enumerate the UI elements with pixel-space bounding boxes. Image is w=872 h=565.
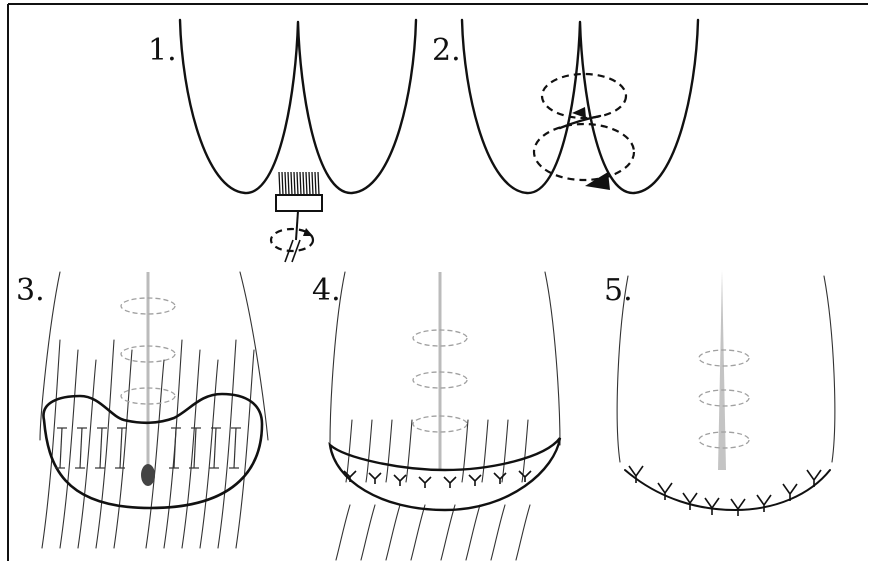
panel-2-label: 2. [432,33,461,68]
nail-fold-curve [180,20,416,193]
panel-5: 5. [604,270,835,516]
panel-3: 3. [16,272,268,548]
panel-1-label: 1. [148,33,177,68]
arrow-head-icon [585,172,610,190]
panel-4-label: 4. [312,273,341,308]
panel-3-label: 3. [16,273,45,308]
panel-1: 1. [148,20,416,262]
panel-4: 4. [312,272,560,560]
lower-rotation-arrow-icon [534,124,634,180]
twist-line [560,116,600,128]
brush-icon [276,172,322,262]
central-line [718,270,726,470]
panel-2: 2. [432,20,698,193]
arrow-head-icon [303,228,313,236]
panel-5-label: 5. [604,273,633,308]
nail-edge [545,272,560,445]
nail-fold-curve [462,20,698,193]
drain-mark [141,464,155,486]
nail-edge [824,276,835,462]
healed-scar [625,470,830,510]
suture-marks [629,466,821,516]
